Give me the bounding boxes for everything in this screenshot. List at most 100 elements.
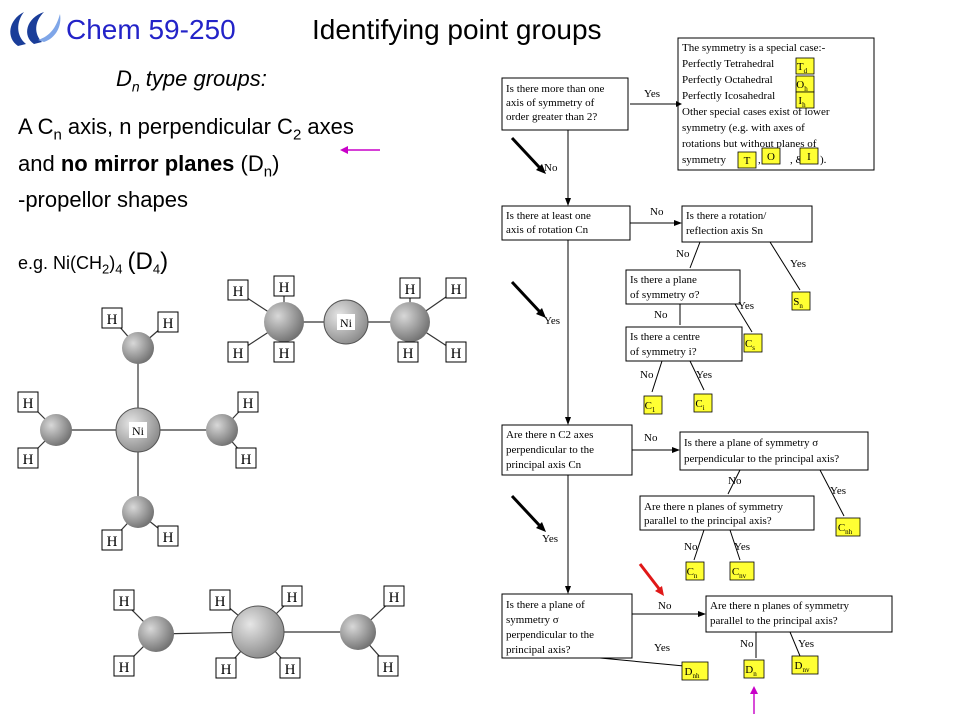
- hydrogen-atom: [397, 341, 419, 363]
- hydrogen-atom: [113, 655, 135, 677]
- nickel-atom: [231, 605, 285, 659]
- svg-text:Cn: Cn: [687, 566, 698, 580]
- hydrogen-label: H: [119, 660, 130, 676]
- q4b-no: No: [740, 638, 754, 650]
- hydrogen-label: H: [163, 316, 174, 332]
- pointer-arrow-icon: [340, 146, 380, 154]
- svg-text:Ih: Ih: [798, 95, 806, 109]
- q2d-no: No: [640, 369, 654, 381]
- special-line-0: The symmetry is a special case:-: [682, 42, 826, 54]
- hydrogen-label: H: [279, 280, 290, 296]
- point-group-flowchart: Is there more than one axis of symmetry …: [501, 37, 893, 714]
- nickel-label: Ni: [132, 424, 145, 438]
- hydrogen-atom: [383, 585, 405, 607]
- result-Cn: Cn: [685, 561, 705, 581]
- q2-no: No: [650, 206, 664, 218]
- hydrogen-atom: [273, 341, 295, 363]
- carbon-atom: [122, 496, 154, 528]
- q4-line-4: principal axis?: [506, 644, 571, 656]
- result-Ci: Ci: [693, 393, 713, 413]
- q2-line-1: Is there at least one: [506, 210, 591, 222]
- course-code: Chem 59-250: [66, 14, 236, 45]
- hydrogen-atom: [113, 589, 135, 611]
- hydrogen-label: H: [403, 346, 414, 362]
- hydrogen-label: H: [241, 452, 252, 468]
- svg-text:Dn: Dn: [745, 664, 757, 678]
- q3b-no: No: [728, 475, 742, 487]
- carbon-atom: [122, 332, 154, 364]
- svg-text:O: O: [767, 151, 775, 163]
- result-Td: Td: [795, 57, 815, 75]
- q1-no: No: [544, 162, 558, 174]
- q2c-line-1: Is there a plane: [630, 274, 697, 286]
- svg-text:I: I: [807, 151, 811, 163]
- hydrogen-atom: [157, 525, 179, 547]
- q3-line-2: perpendicular to the: [506, 444, 594, 456]
- q3-yes: Yes: [542, 533, 558, 545]
- hydrogen-label: H: [23, 452, 34, 468]
- q3b-yes: Yes: [830, 485, 846, 497]
- svg-text:C1: C1: [645, 400, 656, 414]
- q2b-yes: Yes: [790, 258, 806, 270]
- hydrogen-atom: [445, 341, 467, 363]
- result-O: O: [761, 147, 781, 165]
- hydrogen-atom: [227, 279, 249, 301]
- result-Cnh: Cnh: [835, 517, 861, 537]
- example-formula: e.g. Ni(CH2)4 (D4): [18, 248, 169, 277]
- description-line-3: -propellor shapes: [18, 187, 188, 213]
- hydrogen-atom: [399, 277, 421, 299]
- special-comma: ,: [758, 154, 761, 166]
- result-Cnv: Cnv: [729, 561, 755, 581]
- hydrogen-label: H: [107, 534, 118, 550]
- q2-yes: Yes: [544, 315, 560, 327]
- description-line-2: and no mirror planes (Dn): [18, 150, 280, 181]
- special-line-1: Perfectly Tetrahedral: [682, 58, 774, 70]
- q4-yes: Yes: [654, 642, 670, 654]
- q1-line-3: order greater than 2?: [506, 111, 597, 123]
- result-Oh: Oh: [795, 75, 815, 93]
- course-logo: [10, 12, 61, 46]
- hydrogen-label: H: [107, 312, 118, 328]
- nickel-label-box: [129, 422, 147, 438]
- result-Dnv: Dnv: [791, 655, 819, 675]
- q2c-yes: Yes: [738, 300, 754, 312]
- svg-text:Cs: Cs: [745, 338, 755, 352]
- hydrogen-atom: [101, 529, 123, 551]
- hydrogen-label: H: [221, 662, 232, 678]
- result-Cs: Cs: [743, 333, 763, 353]
- q3-line-1: Are there n C2 axes: [506, 429, 593, 441]
- hydrogen-label: H: [405, 282, 416, 298]
- nickel-label: Ni: [340, 316, 353, 330]
- hydrogen-label: H: [23, 396, 34, 412]
- nickel-label-box: [337, 314, 355, 330]
- hydrogen-atom: [377, 655, 399, 677]
- result-T: T: [737, 151, 757, 169]
- q2b-line-1: Is there a rotation/: [686, 210, 767, 222]
- q2c-no: No: [654, 309, 668, 321]
- result-C1: C1: [643, 395, 663, 415]
- q2-line-2: axis of rotation Cn: [506, 224, 589, 236]
- hydrogen-label: H: [383, 660, 394, 676]
- svg-text:Td: Td: [797, 61, 808, 75]
- special-line-7: symmetry: [682, 154, 726, 166]
- q2b-no: No: [676, 248, 690, 260]
- hydrogen-atom: [215, 657, 237, 679]
- hydrogen-label: H: [215, 594, 226, 610]
- q3b-line-2: perpendicular to the principal axis?: [684, 453, 839, 465]
- result-Dn: Dn: [743, 659, 765, 679]
- special-line-6: rotations but without planes of: [682, 138, 817, 150]
- q4-line-3: perpendicular to the: [506, 629, 594, 641]
- hydrogen-atom: [273, 275, 295, 297]
- svg-text:T: T: [744, 155, 751, 167]
- q2b-line-2: reflection axis Sn: [686, 225, 763, 237]
- description: A Cn axis, n perpendicular C2 axes and n…: [18, 110, 354, 217]
- carbon-atom: [40, 414, 72, 446]
- q2d-line-2: of symmetry i?: [630, 346, 697, 358]
- hydrogen-atom: [235, 447, 257, 469]
- q2d-yes: Yes: [696, 369, 712, 381]
- special-end: ).: [820, 154, 827, 166]
- hydrogen-atom: [101, 307, 123, 329]
- svg-text:Sn: Sn: [793, 296, 803, 310]
- q3c-no: No: [684, 541, 698, 553]
